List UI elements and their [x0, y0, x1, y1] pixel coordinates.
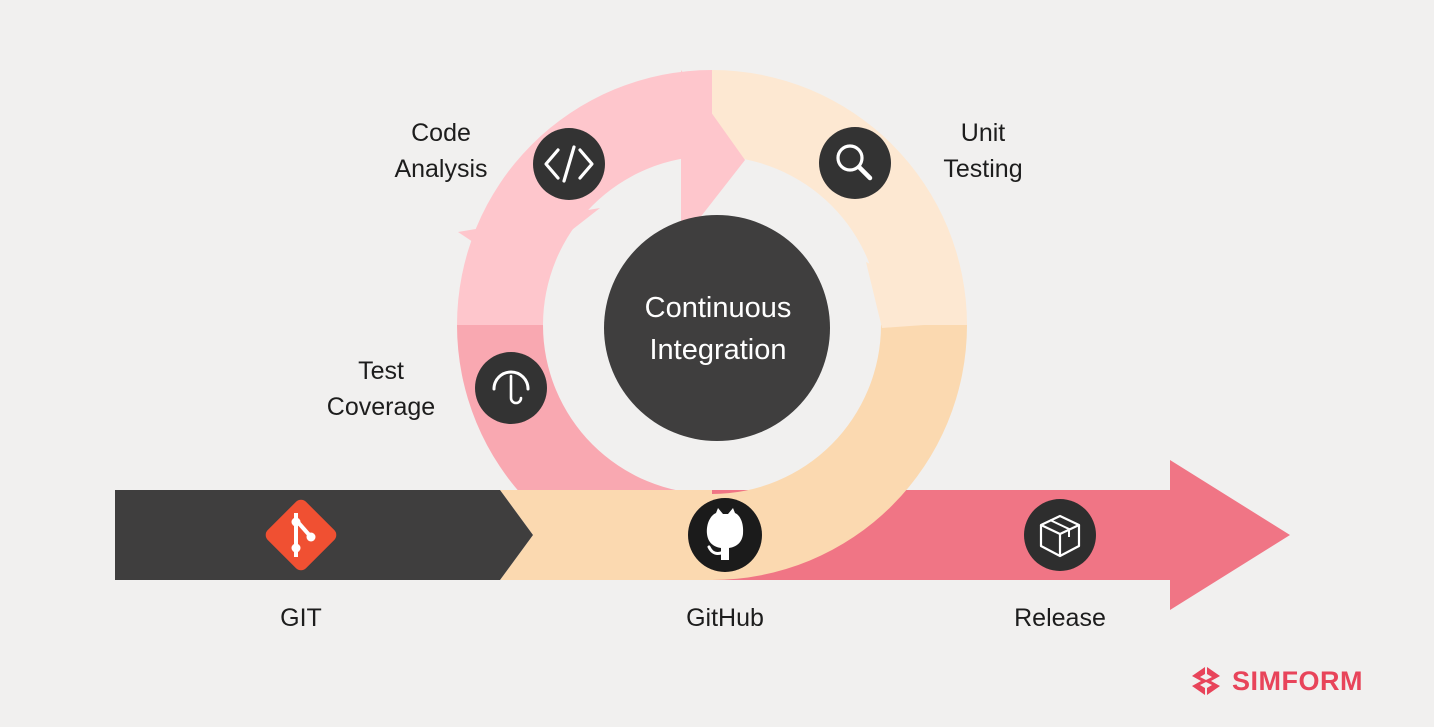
label-git: GIT [280, 604, 322, 632]
center-title-line2: Integration [649, 334, 787, 366]
label-unit-testing-line2: Testing [943, 155, 1023, 183]
ring-segment-github [712, 325, 967, 580]
label-code-analysis-line1: Code [411, 119, 471, 147]
label-test-coverage-line2: Coverage [326, 393, 436, 421]
ring-segment-unit-testing [712, 70, 967, 325]
label-unit-testing-line1: Unit [960, 119, 1006, 147]
umbrella-icon [475, 352, 547, 424]
magnifier-icon [819, 127, 891, 199]
label-test-coverage: Test Coverage [313, 353, 449, 425]
label-release: Release [1014, 604, 1106, 632]
label-github: GitHub [686, 604, 764, 632]
github-icon [688, 498, 762, 572]
package-icon [1024, 499, 1096, 571]
label-unit-testing: Unit Testing [927, 115, 1039, 187]
label-test-coverage-line1: Test [358, 357, 404, 385]
ring-arrow-tip [458, 208, 600, 272]
brand-logo: SIMFORM [1188, 664, 1363, 698]
center-title-line1: Continuous [644, 292, 792, 324]
simform-logo-icon [1192, 667, 1220, 695]
ring-arrow-tip [866, 262, 966, 328]
label-code-analysis: Code Analysis [378, 115, 504, 187]
code-icon [533, 128, 605, 200]
github-band [500, 490, 712, 580]
center-title: Continuous Integration [605, 287, 831, 371]
git-icon [265, 499, 337, 571]
center-circle [604, 215, 830, 441]
ring-arrow-tip [681, 70, 745, 242]
brand-name: SIMFORM [1232, 665, 1363, 696]
label-code-analysis-line2: Analysis [394, 155, 488, 183]
